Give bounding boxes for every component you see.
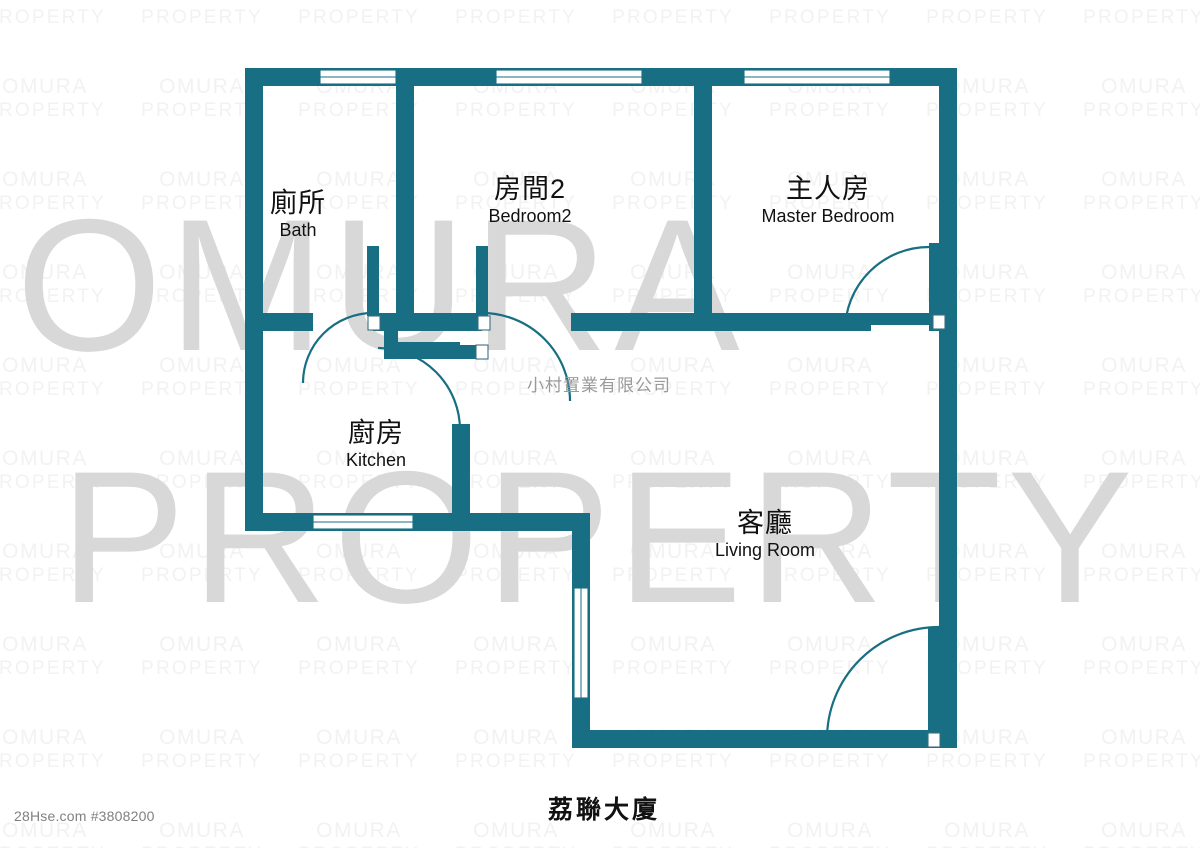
jamb-mark-master bbox=[932, 314, 946, 330]
room-label-master-bedroom: 主人房 Master Bedroom bbox=[730, 174, 926, 226]
jamb-mark-corridor bbox=[475, 344, 489, 360]
wall-kitchen-door-head bbox=[452, 424, 470, 438]
room-label-bedroom2-zh: 房間2 bbox=[493, 174, 567, 204]
jamb-mark-entrance bbox=[927, 732, 941, 748]
listing-id-footer: 28Hse.com #3808200 bbox=[14, 808, 155, 824]
wall-corridor-south bbox=[571, 313, 861, 331]
wall-bottom-kitchen bbox=[245, 513, 590, 531]
room-label-kitchen-en: Kitchen bbox=[345, 450, 407, 471]
window-kitchen bbox=[312, 514, 414, 530]
jamb-mark-bedroom2 bbox=[477, 315, 491, 331]
room-label-bedroom2-en: Bedroom2 bbox=[488, 206, 572, 227]
wall-bath-bedroom2-divider bbox=[396, 68, 414, 330]
room-label-bath-en: Bath bbox=[279, 220, 317, 241]
building-name-title: 荔聯大廈 bbox=[548, 796, 661, 824]
door-bath bbox=[301, 246, 379, 384]
wall-bath-south bbox=[245, 313, 313, 331]
wall-left-outer bbox=[245, 68, 263, 531]
room-label-kitchen-zh: 廚房 bbox=[348, 418, 404, 448]
wall-bedroom2-master-divider bbox=[694, 68, 712, 330]
room-label-living-room-en: Living Room bbox=[714, 540, 816, 561]
wall-kitchen-right bbox=[452, 430, 470, 522]
wall-master-door-jamb bbox=[929, 243, 941, 331]
door-bedroom2 bbox=[476, 246, 572, 402]
wall-bedroom2-south bbox=[396, 313, 482, 331]
door-kitchen bbox=[377, 342, 462, 431]
company-watermark-text: 小村置業有限公司 bbox=[527, 376, 671, 395]
door-master-bedroom bbox=[843, 245, 931, 332]
room-label-kitchen: 廚房 Kitchen bbox=[318, 418, 434, 470]
room-label-bath: 廁所 Bath bbox=[258, 188, 338, 240]
room-label-bath-zh: 廁所 bbox=[270, 188, 326, 218]
window-master-bedroom bbox=[743, 69, 891, 85]
window-bath bbox=[319, 69, 397, 85]
room-label-living-room-zh: 客廳 bbox=[737, 508, 793, 538]
window-bedroom2 bbox=[495, 69, 643, 85]
door-entrance bbox=[825, 625, 940, 740]
wall-bottom-living bbox=[572, 730, 957, 748]
wall-right-outer bbox=[939, 68, 957, 748]
room-label-bedroom2: 房間2 Bedroom2 bbox=[450, 174, 610, 226]
room-label-living-room: 客廳 Living Room bbox=[700, 508, 830, 560]
room-label-master-bedroom-zh: 主人房 bbox=[786, 174, 870, 204]
jamb-mark-bath bbox=[367, 315, 381, 331]
window-living-room bbox=[573, 587, 589, 699]
room-label-master-bedroom-en: Master Bedroom bbox=[761, 206, 895, 227]
